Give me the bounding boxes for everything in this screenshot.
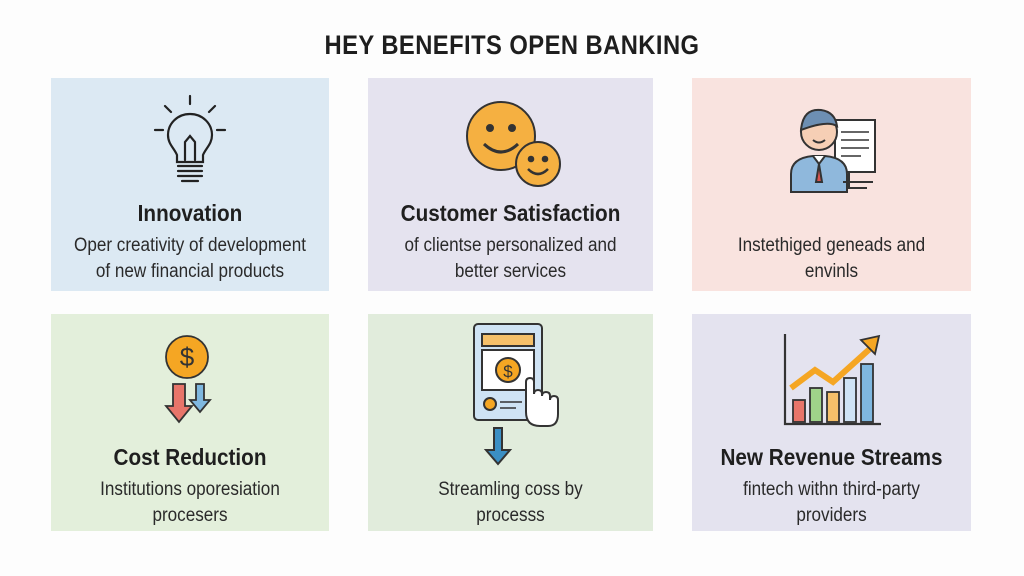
svg-text:$: $ bbox=[503, 362, 513, 381]
tablet-payment-icon: $ bbox=[472, 323, 559, 466]
card-title: Cost Reduction bbox=[113, 444, 267, 470]
card-customer-satisfaction: Customer Satisfaction of clientse person… bbox=[368, 78, 653, 291]
card-title: Innovation bbox=[137, 200, 243, 226]
businessman-document-icon bbox=[789, 108, 876, 193]
page-title: HEY BENEFITS OPEN BANKING bbox=[324, 30, 700, 60]
svg-text:$: $ bbox=[180, 342, 195, 372]
lightbulb-icon bbox=[153, 94, 227, 183]
dollar-down-arrows-icon: $ bbox=[164, 335, 212, 424]
growth-chart-icon bbox=[783, 334, 881, 426]
card-title: New Revenue Streams bbox=[720, 444, 943, 470]
smiley-faces-icon bbox=[465, 101, 561, 187]
card-title: Customer Satisfaction bbox=[400, 200, 621, 226]
card-innovation: Innovation Oper creativity of developmen… bbox=[51, 78, 329, 291]
card-new-revenue-streams: New Revenue Streams fintech withn third-… bbox=[692, 314, 971, 531]
card-cost-reduction: $ Cost Reduction Institutions oporesiati… bbox=[51, 314, 329, 531]
